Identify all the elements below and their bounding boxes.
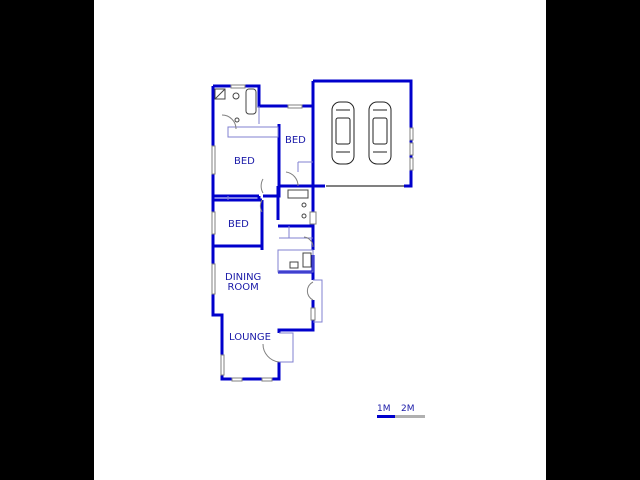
room-label-bed: BED — [228, 219, 249, 230]
windows — [211, 84, 414, 382]
scale-label-2m: 2M — [401, 404, 415, 414]
doors — [221, 114, 404, 363]
fixtures — [214, 88, 312, 269]
thin-lines — [227, 106, 323, 363]
cars — [331, 101, 392, 165]
room-label-bed: BED — [285, 135, 306, 146]
scale-label-1m: 1M — [377, 404, 391, 414]
room-label-lounge: LOUNGE — [229, 332, 271, 343]
room-label-dining-room: DINING ROOM — [225, 272, 262, 293]
room-label-bed: BED — [234, 156, 255, 167]
scale-bar — [377, 415, 425, 418]
